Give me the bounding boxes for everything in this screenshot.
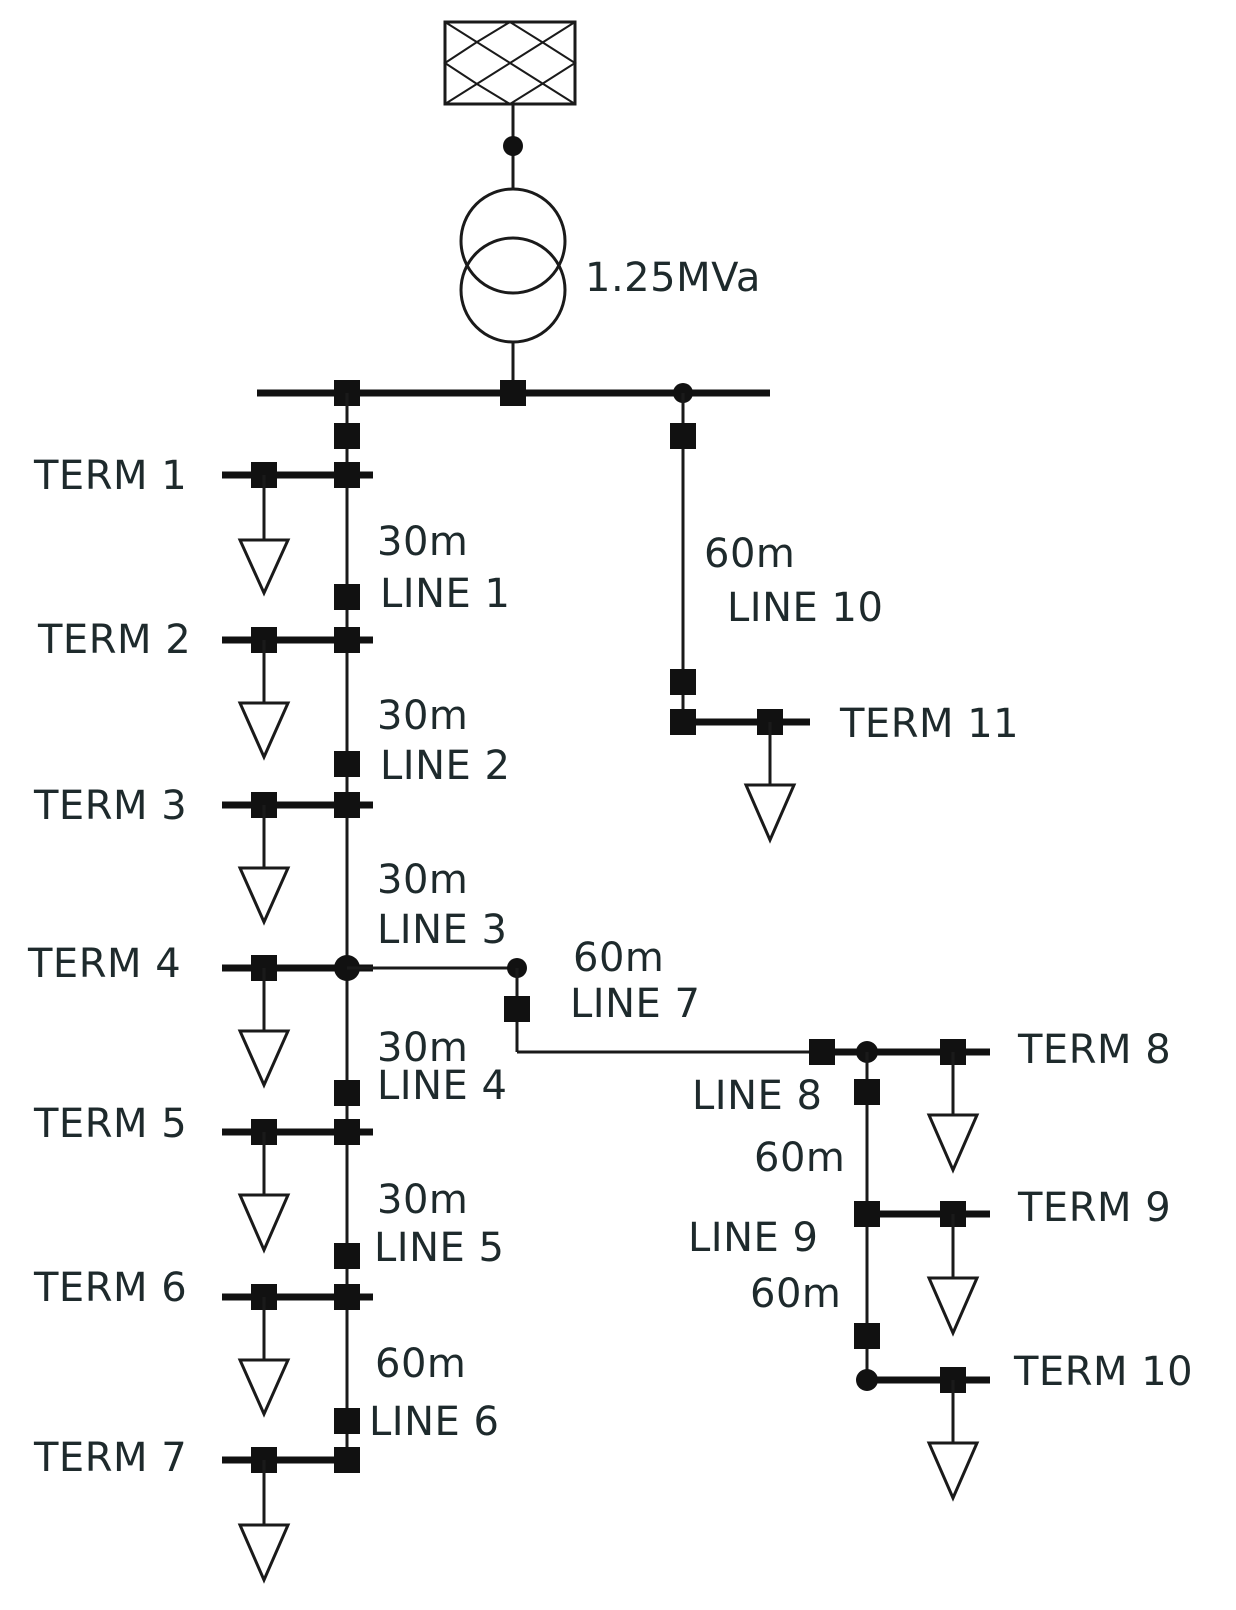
term-6-label: TERM 6 xyxy=(34,1265,188,1311)
term-10-bus xyxy=(856,1367,990,1502)
line-6-length: 60m xyxy=(375,1341,467,1387)
breaker xyxy=(334,1080,360,1106)
breaker xyxy=(854,1079,880,1105)
load-icon xyxy=(926,1441,980,1502)
term-11-label: TERM 11 xyxy=(840,701,1020,747)
term-1-bus xyxy=(222,462,373,597)
term-8-bus xyxy=(809,1039,990,1174)
load-icon xyxy=(237,1193,291,1254)
term-1-label: TERM 1 xyxy=(34,453,188,499)
line-2-name: LINE 2 xyxy=(380,743,511,789)
term-10-label: TERM 10 xyxy=(1014,1349,1194,1395)
line-5-name: LINE 5 xyxy=(374,1225,505,1271)
breaker xyxy=(334,584,360,610)
term-11-bus xyxy=(670,709,810,844)
load-icon xyxy=(237,866,291,926)
breaker xyxy=(854,1323,880,1349)
breaker xyxy=(334,751,360,777)
load-icon xyxy=(237,1029,291,1089)
term-7-bus xyxy=(222,1447,360,1584)
load-icon xyxy=(237,1523,291,1584)
breaker xyxy=(334,1243,360,1269)
line-5-length: 30m xyxy=(377,1177,469,1223)
line-4-name: LINE 4 xyxy=(377,1063,508,1109)
line-8-name: LINE 8 xyxy=(692,1073,823,1119)
grid-node xyxy=(503,136,523,156)
term-5-label: TERM 5 xyxy=(34,1101,188,1147)
term-6-bus xyxy=(222,1284,373,1418)
line-7-name: LINE 7 xyxy=(570,981,701,1027)
breaker xyxy=(670,669,696,695)
external-grid-icon xyxy=(443,20,577,106)
load-icon xyxy=(926,1113,980,1174)
term-7-label: TERM 7 xyxy=(34,1435,188,1481)
line-9-name: LINE 9 xyxy=(688,1215,819,1261)
term-5-bus xyxy=(222,1119,373,1254)
term-9-bus xyxy=(854,1201,990,1337)
load-icon xyxy=(743,783,797,844)
transformer-icon xyxy=(459,187,567,344)
line-10-length: 60m xyxy=(704,531,796,577)
line-10-name: LINE 10 xyxy=(727,585,884,631)
line-6-name: LINE 6 xyxy=(369,1399,500,1445)
breaker xyxy=(334,1408,360,1434)
term-8-label: TERM 8 xyxy=(1018,1027,1172,1073)
load-icon xyxy=(237,1358,291,1418)
line-8-length: 60m xyxy=(754,1135,846,1181)
load-icon xyxy=(926,1276,980,1337)
breaker xyxy=(334,423,360,449)
term-4-bus xyxy=(222,955,373,1089)
term-3-label: TERM 3 xyxy=(34,783,188,829)
term-2-label: TERM 2 xyxy=(38,617,192,663)
line-4-length: 30m xyxy=(377,1025,469,1071)
term-4-label: TERM 4 xyxy=(28,941,182,987)
line-3-name: LINE 3 xyxy=(377,907,508,953)
transformer-rating: 1.25MVa xyxy=(585,255,761,301)
line-9-length: 60m xyxy=(750,1271,842,1317)
line-7-length: 60m xyxy=(573,935,665,981)
breaker xyxy=(670,423,696,449)
term-2-bus xyxy=(222,627,373,761)
line-1-name: LINE 1 xyxy=(380,571,511,617)
load-icon xyxy=(237,538,291,597)
term-9-label: TERM 9 xyxy=(1018,1185,1172,1231)
term-3-bus xyxy=(222,792,373,926)
load-icon xyxy=(237,701,291,761)
breaker xyxy=(500,380,526,406)
breaker xyxy=(504,996,530,1022)
line-1-length: 30m xyxy=(377,519,469,565)
line-2-length: 30m xyxy=(377,693,469,739)
line-3-length: 30m xyxy=(377,857,469,903)
